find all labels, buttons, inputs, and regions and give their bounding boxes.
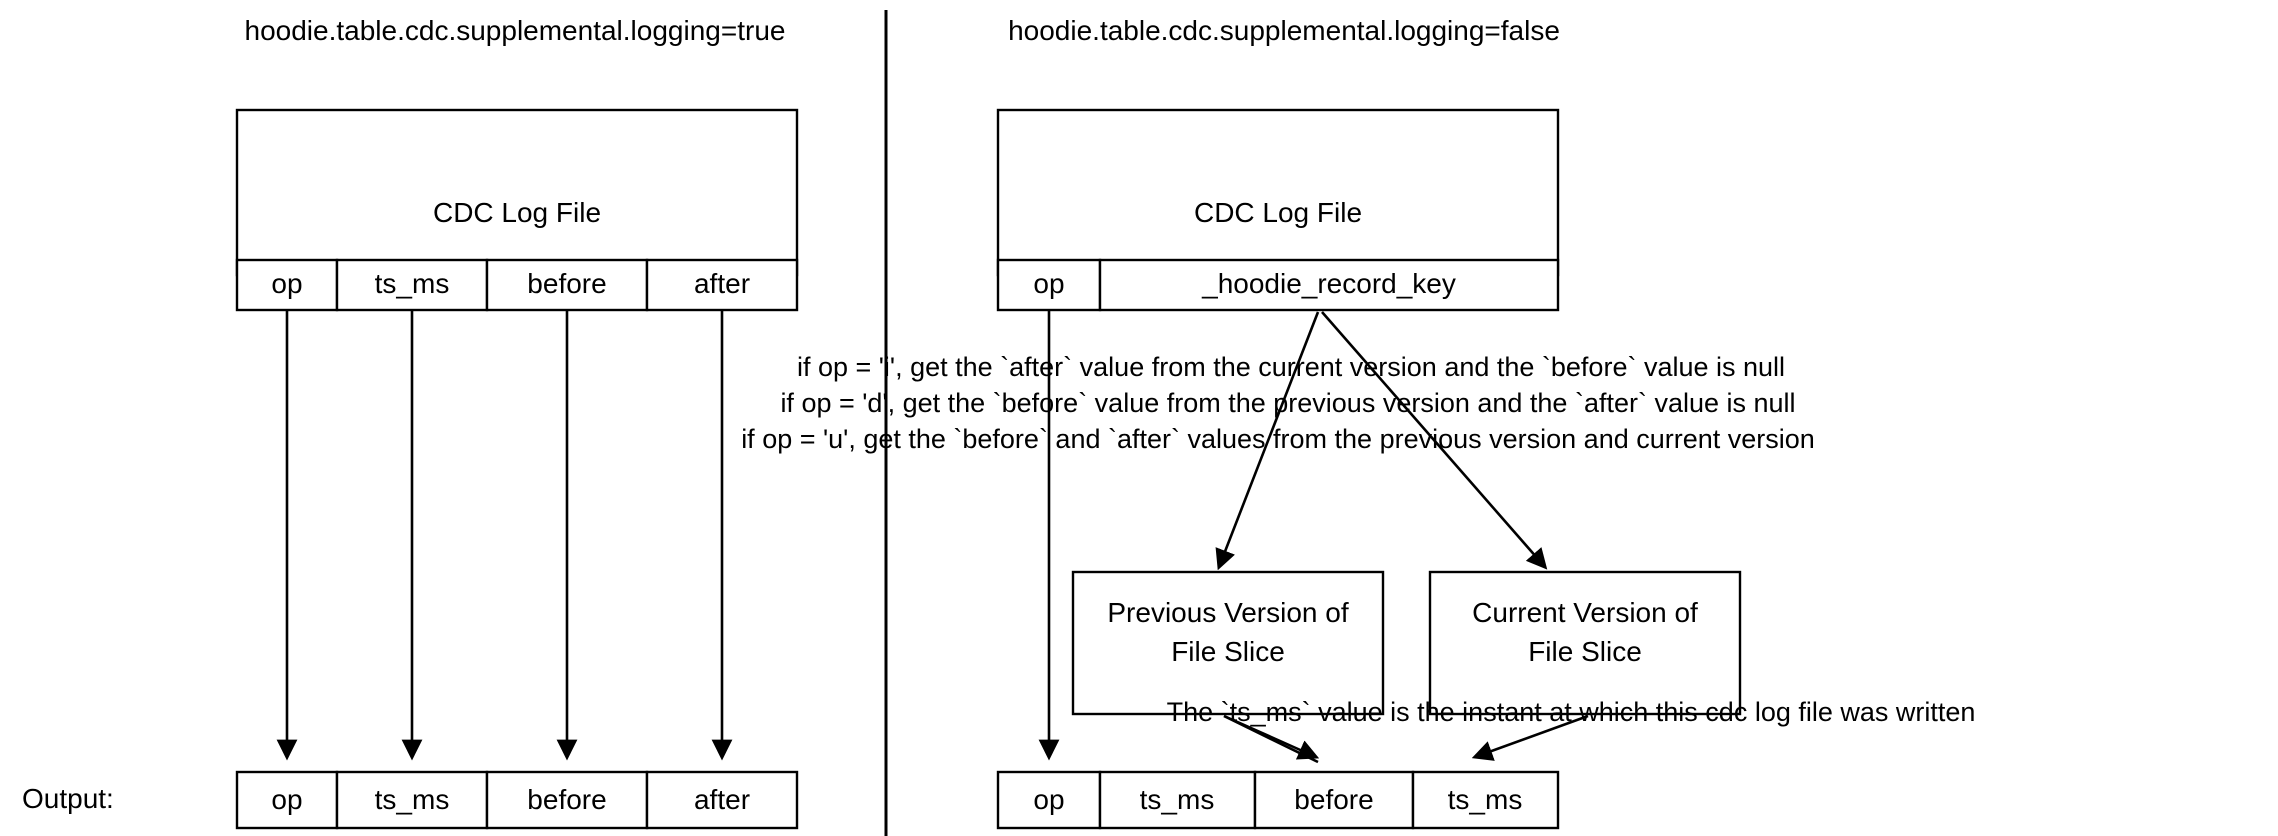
connector-current-to-tsms — [1471, 714, 1589, 761]
output-cell-after-left — [645, 770, 799, 830]
output-cell-before-left — [485, 770, 649, 830]
log-cell-before-left-label: before — [527, 268, 606, 299]
cdc-log-file-title-right: CDC Log File — [1194, 197, 1362, 228]
log-cell-tsms-left — [335, 258, 489, 312]
panel-title-right: hoodie.table.cdc.supplemental.logging=fa… — [1008, 15, 1560, 46]
output-cell-before-left-label: before — [527, 784, 606, 815]
note-line-op-delete: if op = 'd', get the `before` value from… — [780, 388, 1795, 418]
log-cell-op-right-label: op — [1033, 268, 1064, 299]
output-cell-op-right-label: op — [1033, 784, 1064, 815]
current-version-line2: File Slice — [1528, 636, 1642, 667]
output-cell-tsms-right-label: ts_ms — [1140, 784, 1215, 815]
log-cell-tsms-left-label: ts_ms — [375, 268, 450, 299]
output-label-left: Output: — [22, 783, 114, 814]
cdc-log-file-box-right — [996, 108, 1560, 277]
output-cell-before-right — [1253, 770, 1415, 830]
output-cell-op-left-label: op — [271, 784, 302, 815]
log-cell-op-left-label: op — [271, 268, 302, 299]
output-cell-tsms-right — [1098, 770, 1257, 830]
note-line-tsms-instant: The `ts_ms` value is the instant at whic… — [1167, 697, 1976, 727]
cdc-log-file-title-left: CDC Log File — [433, 197, 601, 228]
cdc-log-file-box-left — [235, 108, 799, 277]
panel-title-left: hoodie.table.cdc.supplemental.logging=tr… — [245, 15, 786, 46]
previous-version-line1: Previous Version of — [1107, 597, 1348, 628]
log-cell-record-key-right — [1098, 258, 1560, 312]
output-cell-before-right-label: before — [1294, 784, 1373, 815]
connector-to-previous-version — [1215, 311, 1320, 571]
output-cell-tsms2-right-label: ts_ms — [1448, 784, 1523, 815]
current-version-box — [1428, 570, 1742, 716]
output-cell-tsms-left-label: ts_ms — [375, 784, 450, 815]
log-cell-record-key-right-label: _hoodie_record_key — [1201, 268, 1456, 299]
connector-previous-to-before-tail — [1223, 714, 1319, 764]
current-version-line1: Current Version of — [1472, 597, 1698, 628]
previous-version-box — [1071, 570, 1385, 716]
log-cell-after-left-label: after — [694, 268, 750, 299]
output-cell-op-left — [235, 770, 339, 830]
output-cell-tsms2-right — [1411, 770, 1560, 830]
note-line-op-insert: if op = 'i', get the `after` value from … — [797, 352, 1785, 382]
previous-version-line2: File Slice — [1171, 636, 1285, 667]
output-cell-after-left-label: after — [694, 784, 750, 815]
connector-to-current-version — [1321, 311, 1548, 570]
note-line-op-update: if op = 'u', get the `before` and `after… — [741, 424, 1815, 454]
log-cell-op-right — [996, 258, 1102, 312]
output-cell-op-right — [996, 770, 1102, 830]
